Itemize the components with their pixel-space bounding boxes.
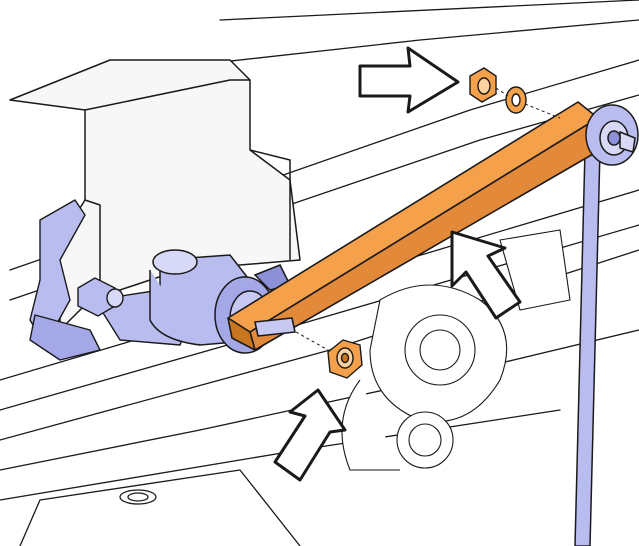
lower-nut	[327, 339, 363, 379]
mounting-bolt	[77, 277, 124, 317]
arrow-up-icon	[273, 388, 347, 482]
link-rod	[227, 101, 601, 351]
vertical-rod	[574, 149, 601, 546]
alignment-line-upper	[495, 87, 561, 119]
pivot-wheel	[585, 104, 639, 166]
alignment-line-lower	[295, 331, 329, 351]
gear-mechanism	[341, 229, 571, 471]
arrow-right-icon	[358, 46, 460, 114]
upper-nut	[469, 67, 497, 103]
arrow-up-icon	[450, 230, 522, 320]
washer	[505, 86, 527, 114]
